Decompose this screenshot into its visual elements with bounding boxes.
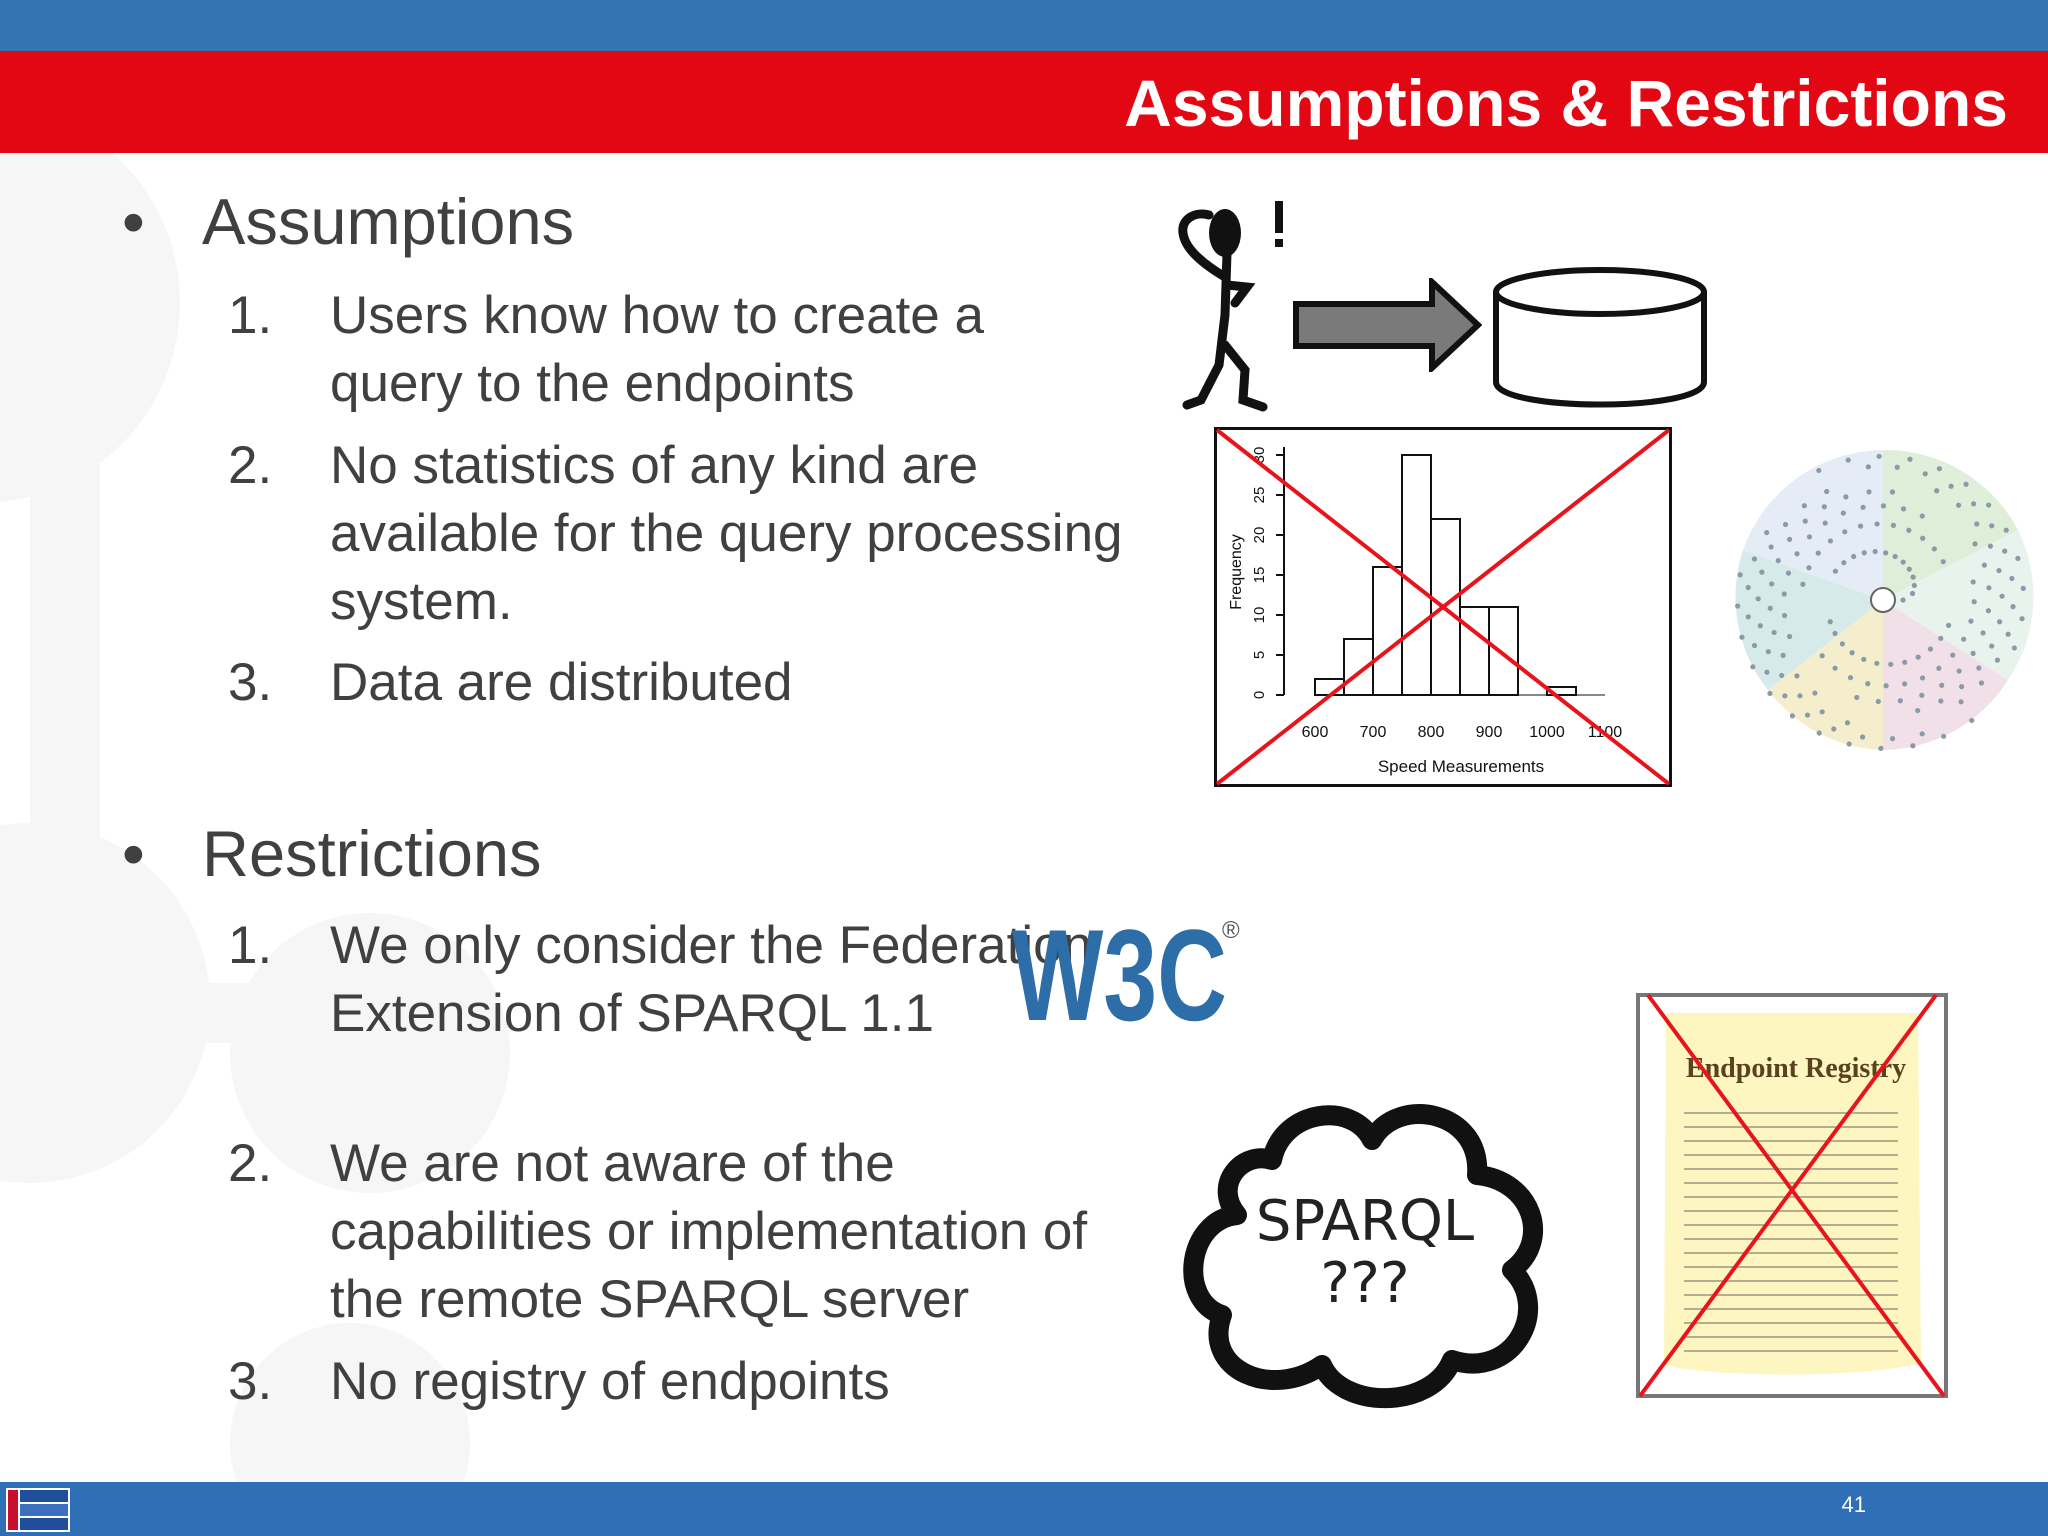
w3c-logo: W3C ® bbox=[1012, 910, 1240, 1030]
red-cross-line bbox=[1215, 428, 1671, 786]
page-number: 41 bbox=[1841, 1492, 1866, 1517]
endpoint-registry-crossed-out: Endpoint Registry bbox=[1636, 993, 1948, 1398]
red-cross-line bbox=[1646, 993, 1946, 1398]
item-text: No registry of endpoints bbox=[330, 1352, 890, 1411]
item-text: Users know how to create a query to the … bbox=[330, 286, 984, 413]
linked-data-cloud-icon bbox=[1735, 449, 2034, 751]
item-text: Data are distributed bbox=[330, 653, 793, 712]
item-text: No statistics of any kind are available … bbox=[330, 436, 1123, 631]
bullet: • bbox=[122, 817, 145, 890]
histogram-y-tick: 20 bbox=[1251, 527, 1268, 544]
assumptions-heading: • Assumptions bbox=[122, 183, 574, 261]
w3c-logo-text: W3C bbox=[1012, 910, 1227, 1030]
thinking-person-icon bbox=[1178, 201, 1283, 412]
right-arrow-icon bbox=[1293, 278, 1482, 372]
item-number: 1. bbox=[228, 916, 273, 975]
cloud-text-line2: ??? bbox=[1320, 1251, 1409, 1316]
title-bar: Assumptions & Restrictions bbox=[0, 51, 2048, 153]
histogram-x-tick: 800 bbox=[1418, 724, 1445, 741]
item-text: We are not aware of the capabilities or … bbox=[330, 1134, 1088, 1329]
item-text: We only consider the Federation Extensio… bbox=[330, 916, 1093, 1043]
registered-mark: ® bbox=[1222, 917, 1240, 944]
histogram-bar bbox=[1488, 606, 1519, 696]
histogram-x-tick: 600 bbox=[1302, 724, 1329, 741]
footer-bar: 41 bbox=[0, 1482, 2048, 1536]
histogram-x-label: Speed Measurements bbox=[1378, 757, 1544, 776]
histogram-x-tick: 900 bbox=[1476, 724, 1503, 741]
histogram-bar bbox=[1372, 566, 1403, 696]
slide-title: Assumptions & Restrictions bbox=[1124, 66, 2008, 140]
registry-title: Endpoint Registry bbox=[1686, 1053, 1906, 1084]
histogram-bar bbox=[1459, 606, 1490, 696]
item-number: 1. bbox=[228, 286, 273, 345]
item-number: 2. bbox=[228, 1134, 273, 1193]
sparql-cloud-icon: SPARQL ??? bbox=[1183, 1104, 1543, 1409]
histogram-y-tick: 15 bbox=[1251, 567, 1268, 584]
histogram-x-tick: 1000 bbox=[1529, 724, 1565, 741]
cloud-text-line1: SPARQL bbox=[1256, 1189, 1474, 1254]
histogram-y-tick: 0 bbox=[1251, 691, 1268, 699]
histogram-x-tick: 700 bbox=[1360, 724, 1387, 741]
item-number: 3. bbox=[228, 653, 273, 712]
group-logo-icon bbox=[6, 1488, 70, 1532]
red-cross-line bbox=[1638, 993, 1938, 1398]
restrictions-heading: • Restrictions bbox=[122, 815, 542, 893]
background-molecule-decoration bbox=[0, 153, 510, 1483]
database-icon bbox=[1493, 267, 1707, 408]
item-number: 3. bbox=[228, 1352, 273, 1411]
histogram-y-label: Frequency bbox=[1228, 534, 1245, 610]
top-bar bbox=[0, 0, 2048, 51]
histogram-y-tick: 25 bbox=[1251, 487, 1268, 504]
heading-text: Restrictions bbox=[202, 817, 542, 890]
histogram-bar bbox=[1401, 454, 1432, 696]
bullet: • bbox=[122, 185, 145, 258]
slide-body: • Assumptions 1. Users know how to create… bbox=[122, 183, 1123, 1411]
item-number: 2. bbox=[228, 436, 273, 495]
histogram-y-tick: 10 bbox=[1251, 607, 1268, 624]
heading-text: Assumptions bbox=[202, 185, 575, 258]
histogram-y-tick: 5 bbox=[1251, 651, 1268, 659]
